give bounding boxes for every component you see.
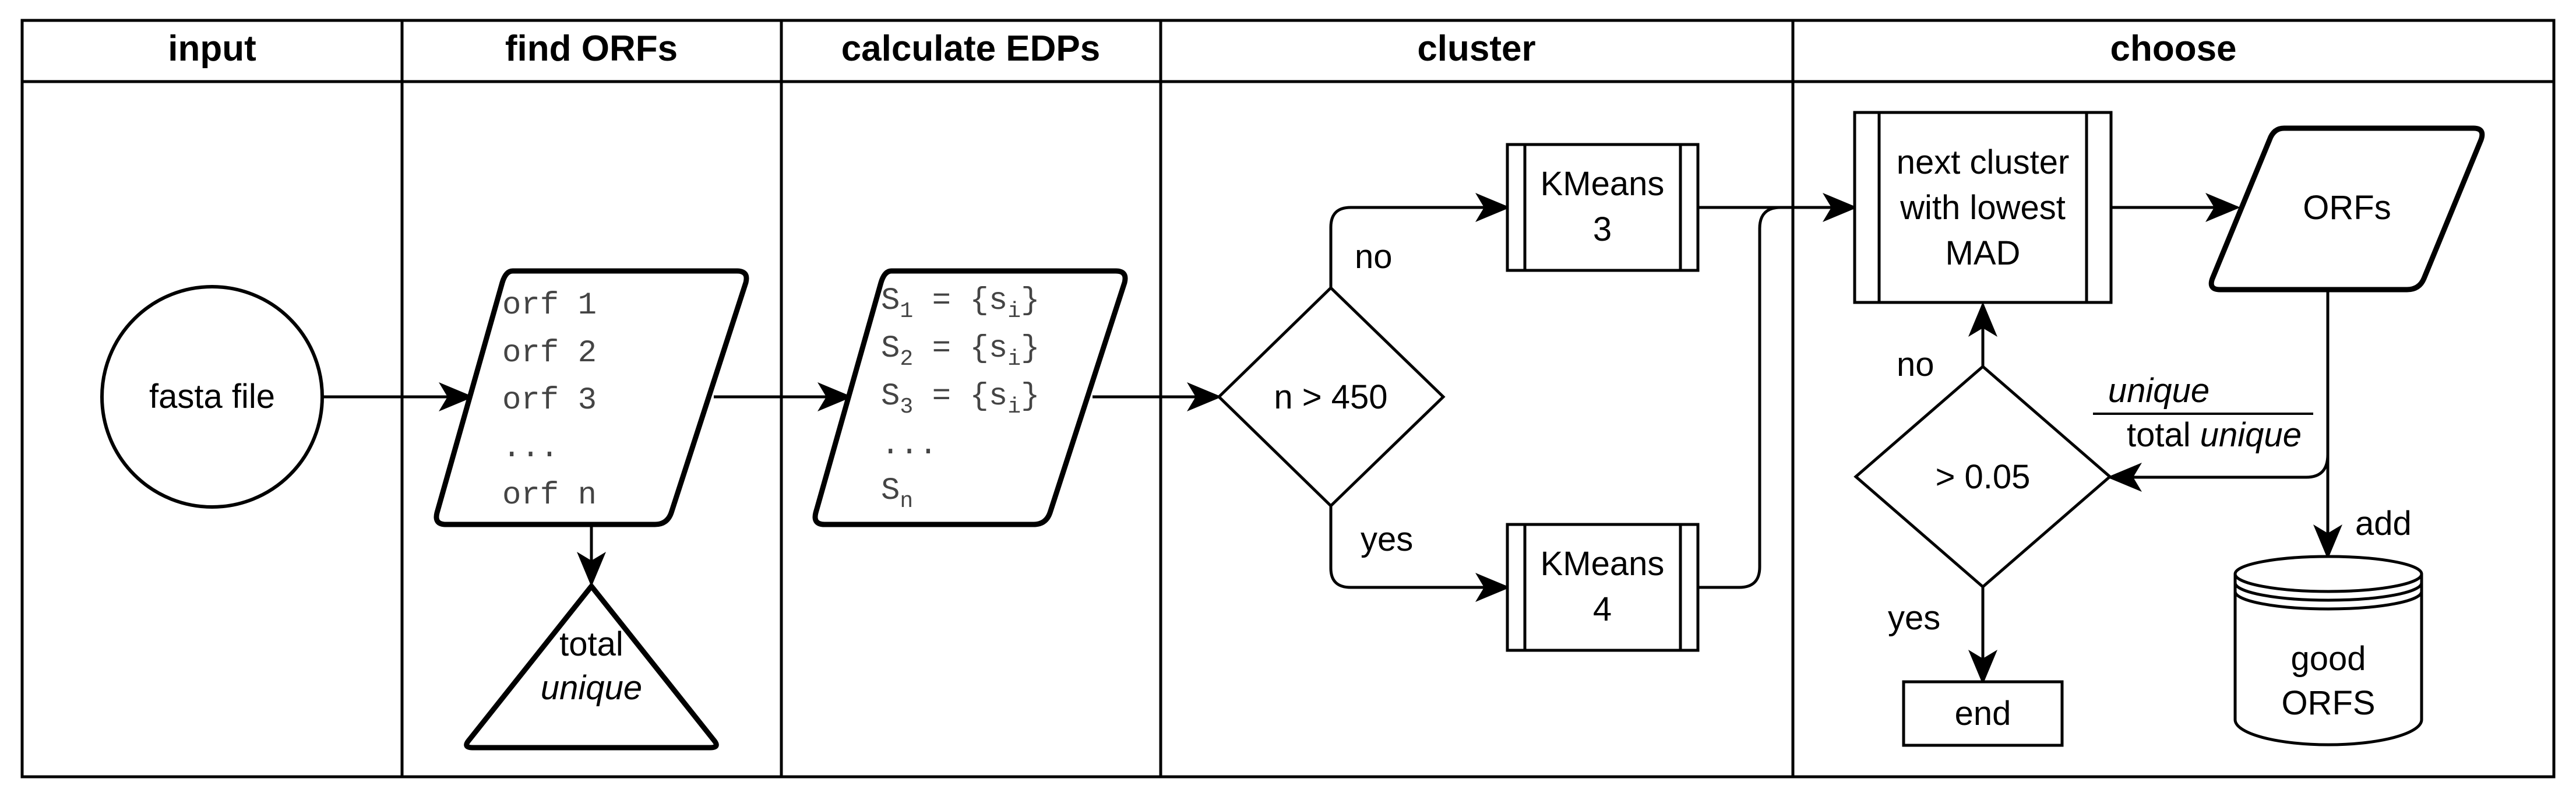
edp-row-2-var: S bbox=[881, 331, 900, 367]
orf-item-1: orf 1 bbox=[502, 288, 597, 323]
edp-row-1-index: 1 bbox=[900, 299, 913, 324]
orf-item-ellipsis: ... bbox=[502, 431, 559, 466]
decision-threshold-label: > 0.05 bbox=[1936, 458, 2031, 496]
end-node: end bbox=[1902, 680, 2064, 747]
edp-list-node: S1 = {si} S2 = {si} S3 = {si} ... Sn bbox=[812, 268, 1128, 527]
kmeans4-line1: KMeans bbox=[1541, 545, 1665, 583]
next-cluster-line1: next cluster bbox=[1897, 143, 2070, 181]
edp-row-1-var: S bbox=[881, 283, 900, 319]
edp-row-3: S3 = {si} bbox=[881, 379, 1039, 420]
edp-row-3-close: } bbox=[1021, 379, 1039, 414]
edp-row-3-index: 3 bbox=[900, 395, 913, 420]
decision-n-yes-label: yes bbox=[1361, 520, 1413, 558]
edp-row-1: S1 = {si} bbox=[881, 283, 1039, 324]
kmeans3-node: KMeans 3 bbox=[1506, 143, 1700, 272]
kmeans4-line2: 4 bbox=[1593, 590, 1612, 628]
next-cluster-node: next cluster with lowest MAD bbox=[1853, 111, 2113, 304]
connectors bbox=[322, 193, 2342, 685]
lane-header-choose: choose bbox=[2110, 29, 2236, 69]
edp-row-3-eq: = {s bbox=[913, 379, 1007, 414]
kmeans3-line2: 3 bbox=[1593, 210, 1612, 248]
decision-threshold-node: > 0.05 bbox=[1853, 364, 2112, 589]
edp-row-n-var: S bbox=[881, 473, 900, 509]
orf-item-2: orf 2 bbox=[502, 336, 597, 371]
decision-threshold-no-label: no bbox=[1897, 346, 1934, 383]
ratio-denominator-italic: unique bbox=[2200, 416, 2302, 454]
good-orfs-node: good ORFS bbox=[2233, 555, 2423, 746]
decision-n-label: n > 450 bbox=[1274, 378, 1387, 416]
good-orfs-line1: good bbox=[2290, 640, 2366, 678]
edge-decision-no-to-kmeans3 bbox=[1329, 193, 1510, 288]
kmeans4-node: KMeans 4 bbox=[1506, 523, 1700, 652]
edge-decision-yes-to-kmeans4 bbox=[1329, 506, 1510, 602]
next-cluster-line2: with lowest bbox=[1900, 189, 2066, 227]
edge-orfs-to-threshold bbox=[2107, 454, 2330, 492]
ratio-label: unique total unique bbox=[2093, 372, 2313, 454]
orf-list-node: orf 1 orf 2 orf 3 ... orf n bbox=[434, 268, 749, 527]
orf-item-3: orf 3 bbox=[502, 383, 597, 418]
total-unique-node: total unique bbox=[464, 583, 719, 751]
lane-header-cluster: cluster bbox=[1417, 29, 1535, 69]
lane-header-input: input bbox=[168, 29, 256, 69]
edp-row-2-close: } bbox=[1021, 331, 1039, 367]
edp-row-2-set-index: i bbox=[1007, 347, 1021, 372]
edp-row-3-var: S bbox=[881, 379, 900, 414]
orfs-node: ORFs bbox=[2208, 125, 2485, 293]
orfs-label: ORFs bbox=[2303, 189, 2391, 227]
edp-row-3-set-index: i bbox=[1007, 395, 1021, 420]
ratio-numerator: unique bbox=[2108, 372, 2209, 410]
edp-row-2: S2 = {si} bbox=[881, 331, 1039, 372]
swimlane-frame bbox=[20, 19, 2556, 779]
good-orfs-line2: ORFS bbox=[2281, 684, 2375, 722]
total-unique-line2: unique bbox=[541, 669, 642, 707]
add-label: add bbox=[2355, 505, 2412, 543]
edp-row-2-index: 2 bbox=[900, 347, 913, 372]
edp-ellipsis: ... bbox=[881, 428, 938, 463]
edp-row-n-index: n bbox=[900, 489, 913, 514]
fasta-file-node: fasta file bbox=[100, 285, 324, 509]
ratio-denominator: total unique bbox=[2127, 416, 2302, 454]
orf-item-n: orf n bbox=[502, 478, 597, 513]
edp-row-2-eq: = {s bbox=[913, 331, 1007, 367]
lane-header-calculate-edps: calculate EDPs bbox=[841, 29, 1101, 69]
decision-threshold-yes-label: yes bbox=[1888, 599, 1940, 637]
ratio-denominator-text: total bbox=[2127, 416, 2200, 454]
edp-row-1-set-index: i bbox=[1007, 299, 1021, 324]
edge-kmeans4-to-next-cluster bbox=[1698, 206, 1806, 589]
next-cluster-line3: MAD bbox=[1946, 234, 2021, 272]
edp-row-1-close: } bbox=[1021, 283, 1039, 319]
end-label: end bbox=[1955, 695, 2011, 732]
edp-row-n: Sn bbox=[881, 473, 913, 514]
lane-header-find-orfs: find ORFs bbox=[505, 29, 678, 69]
decision-n-no-label: no bbox=[1355, 238, 1393, 276]
decision-n-node: n > 450 bbox=[1217, 286, 1446, 508]
edp-row-1-eq: = {s bbox=[913, 283, 1007, 319]
fasta-file-label: fasta file bbox=[149, 378, 275, 415]
kmeans3-line1: KMeans bbox=[1541, 165, 1665, 203]
total-unique-line1: total bbox=[559, 625, 623, 663]
